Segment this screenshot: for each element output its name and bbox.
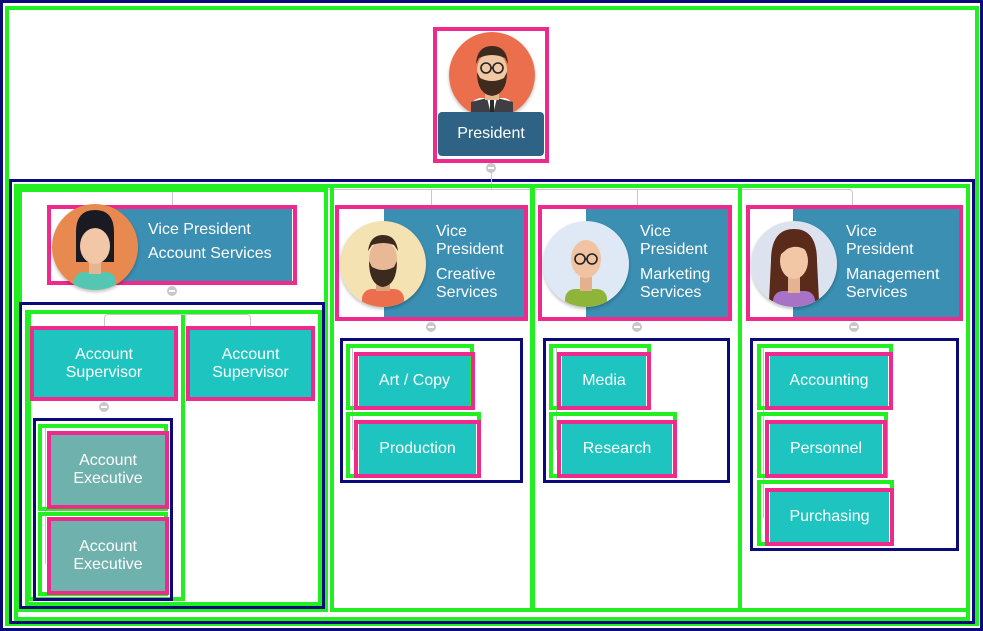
woman-short-hair-avatar-icon [52,204,138,290]
personnel-outline [765,420,887,478]
vp-management-node[interactable] [746,205,963,321]
marketing-connector [556,344,566,450]
vp-management-line4: Services [846,284,908,301]
vp-management-line3: Management [846,266,940,283]
vp-creative-line4: Services [436,284,498,301]
chart-frame [5,6,979,626]
production-node[interactable]: Production [359,424,476,474]
president-collapse-dot[interactable] [486,163,496,173]
vp-marketing-node[interactable] [538,205,732,321]
research-outline [557,420,677,478]
woman-long-hair-avatar-icon [751,221,837,307]
account-executive-2-outline [47,517,169,595]
vp-connector-marketing [637,189,638,205]
bearded-man-glasses-avatar-icon [449,32,535,118]
vp-level-frame [9,179,975,624]
account-executive-1-outline [47,431,169,509]
vp-creative-collapse-dot[interactable] [426,322,436,332]
account-executive-connector [45,428,55,564]
account-supervisor-1-outline [30,326,178,401]
vp-creative-node[interactable] [335,205,528,321]
management-connector [763,344,773,518]
vp-management-line2: President [846,241,914,258]
account-supervisor-2-outline [186,326,315,401]
vp-account-line2: Account Services [148,245,272,262]
account-supervisor-1[interactable]: Account Supervisor [34,330,174,397]
vp-marketing-collapse-dot[interactable] [632,322,642,332]
vp-creative-line3: Creative [436,266,496,283]
production-outline [354,420,481,478]
vp-account-collapse-dot[interactable] [167,286,177,296]
media-outline [557,352,651,410]
vp-management-collapse-dot[interactable] [849,322,859,332]
accounting-node[interactable]: Accounting [770,356,888,406]
art-copy-outline [354,352,475,410]
personnel-node[interactable]: Personnel [770,424,882,474]
vp-marketing-line4: Services [640,284,702,301]
president-connector [491,162,492,190]
creative-connector [352,344,362,450]
bearded-man-avatar-icon [340,221,426,307]
vp-account-line1: Vice President [148,221,251,238]
vp-marketing-line1: Vice [640,223,671,240]
accounting-outline [765,352,893,410]
creative-subtree-frame [340,338,523,483]
vp-creative-line2: President [436,241,504,258]
media-node[interactable]: Media [562,356,646,406]
purchasing-outline [765,488,894,546]
vp-creative-line1: Vice [436,223,467,240]
vp-marketing-line2: President [640,241,708,258]
purchasing-node[interactable]: Purchasing [770,492,889,542]
account-supervisor-collapse-dot[interactable] [99,402,109,412]
account-subtree-frame [19,302,325,609]
vp-connector-bar [172,189,853,205]
art-copy-node[interactable]: Art / Copy [359,356,470,406]
research-node[interactable]: Research [562,424,672,474]
vp-connector-creative [431,189,432,205]
vp-account-node[interactable] [47,205,297,285]
bald-man-glasses-avatar-icon [543,221,629,307]
account-executive-1[interactable]: Account Executive [51,435,165,505]
management-subtree-frame [750,338,959,551]
president-label[interactable]: President [438,112,544,156]
vp-marketing-line3: Marketing [640,266,711,283]
president-node[interactable] [433,27,549,163]
account-supervisor-connector [104,314,251,328]
col-management-frame [738,184,970,612]
account-executive-subtree-frame [33,418,173,601]
account-executive-2[interactable]: Account Executive [51,521,165,591]
account-supervisor-2[interactable]: Account Supervisor [190,330,311,397]
vp-management-line1: Vice [846,223,877,240]
marketing-subtree-frame [543,338,730,483]
